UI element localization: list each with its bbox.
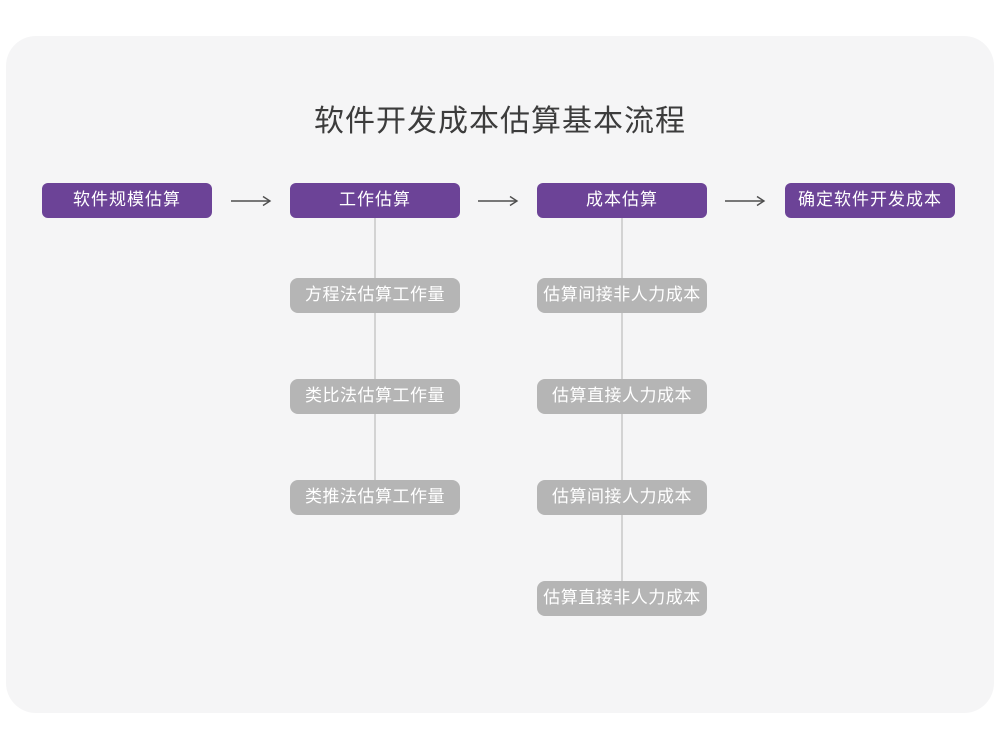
flow-node-work-estimation: 工作估算	[290, 183, 460, 218]
sub-node-equation-method: 方程法估算工作量	[290, 278, 460, 313]
connector-line	[374, 414, 376, 480]
sub-node-analogy-method: 类比法估算工作量	[290, 379, 460, 414]
sub-node-indirect-labor-cost: 估算间接人力成本	[537, 480, 707, 515]
connector-line	[374, 218, 376, 278]
connector-line	[621, 515, 623, 581]
connector-line	[621, 313, 623, 379]
sub-node-direct-non-labor-cost: 估算直接非人力成本	[537, 581, 707, 616]
connector-line	[621, 218, 623, 278]
diagram-title: 软件开发成本估算基本流程	[314, 104, 686, 139]
arrow-right-icon	[230, 195, 274, 207]
connector-line	[621, 414, 623, 480]
flow-node-cost-estimation: 成本估算	[537, 183, 707, 218]
sub-node-indirect-non-labor-cost: 估算间接非人力成本	[537, 278, 707, 313]
flow-node-determine-dev-cost: 确定软件开发成本	[785, 183, 955, 218]
flow-node-software-scale-estimation: 软件规模估算	[42, 183, 212, 218]
sub-node-direct-labor-cost: 估算直接人力成本	[537, 379, 707, 414]
sub-node-extrapolation-method: 类推法估算工作量	[290, 480, 460, 515]
connector-line	[374, 313, 376, 379]
flowchart-card	[6, 36, 994, 713]
arrow-right-icon	[477, 195, 521, 207]
arrow-right-icon	[724, 195, 768, 207]
